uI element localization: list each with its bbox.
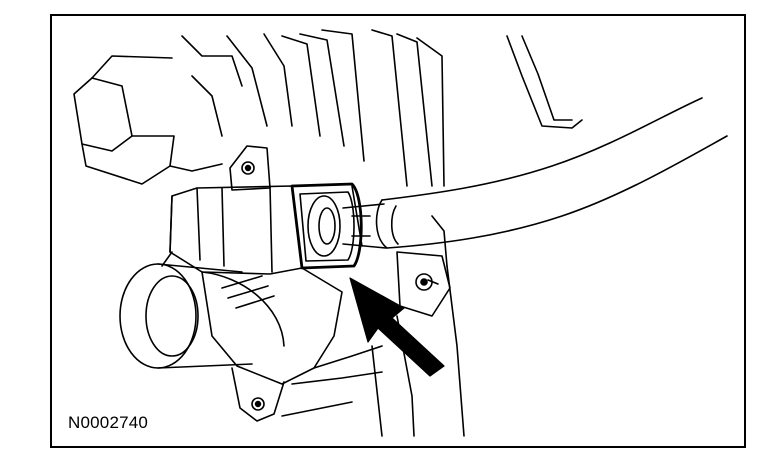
stud-bolt [396,251,451,317]
upper-left-bracket [73,55,223,185]
background-tubes [181,29,583,437]
hose-connector [290,182,387,270]
figure-id-label: N0002740 [68,413,149,432]
pointer-arrow [349,277,445,377]
diagram-frame: N0002740 [50,14,746,448]
main-hose [375,97,728,249]
technical-illustration [73,29,728,437]
thermostat-housing [119,185,343,385]
lower-structure [281,345,383,417]
mounting-ears [229,145,285,422]
